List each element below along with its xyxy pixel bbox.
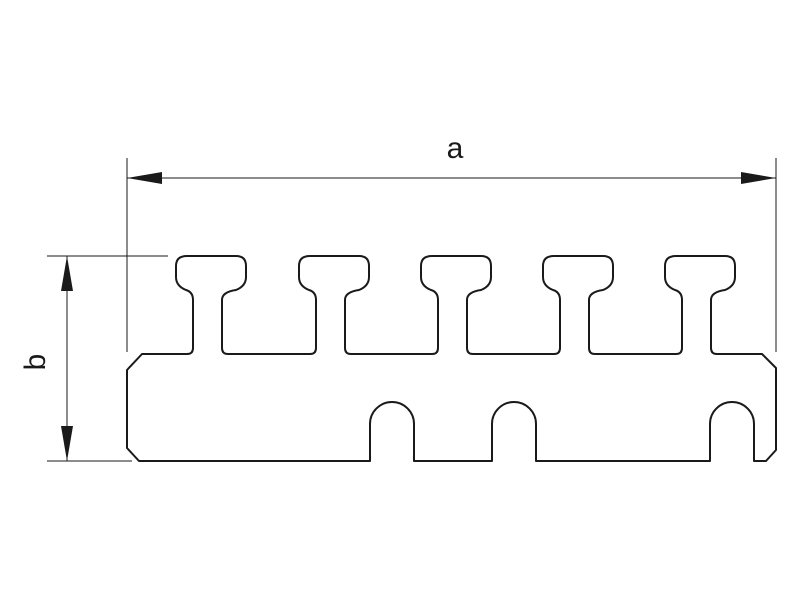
height-arrow-bottom — [61, 426, 73, 461]
width-dimension-label: a — [447, 132, 464, 165]
width-arrow-left — [127, 172, 162, 184]
height-arrow-top — [61, 256, 73, 291]
height-dimension-label: b — [19, 354, 52, 371]
profile-outline — [126, 255, 777, 462]
width-arrow-right — [741, 172, 776, 184]
